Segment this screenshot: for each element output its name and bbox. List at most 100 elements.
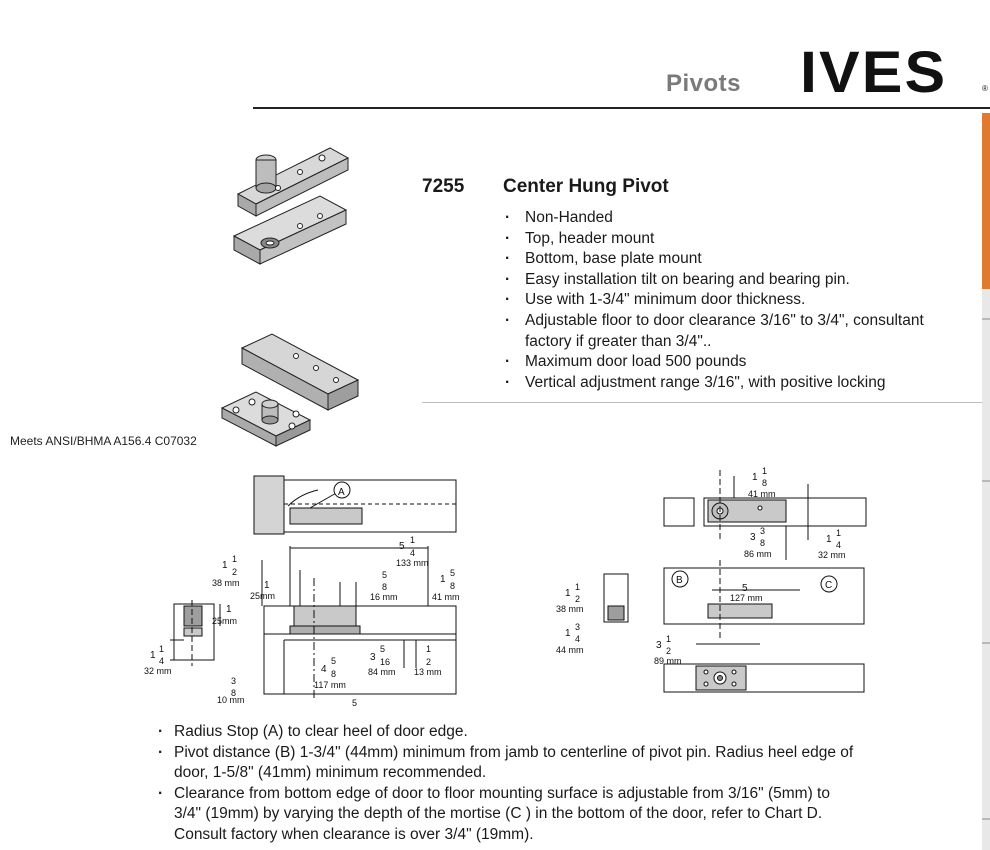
dim-1-5-8-num: 5	[450, 568, 455, 578]
dim-1-2-num: 1	[426, 644, 431, 654]
callout-c: C	[825, 580, 832, 591]
edge-tick	[982, 318, 990, 320]
dim-3-5-16-den: 16	[380, 657, 390, 667]
note-item: Pivot distance (B) 1-3/4" (44mm) minimum…	[158, 743, 858, 784]
dim-3-8-num: 3	[231, 676, 236, 686]
certification-note: Meets ANSI/BHMA A156.4 C07032	[10, 434, 197, 448]
model-number: 7255	[422, 176, 465, 197]
feature-item: Easy installation tilt on bearing and be…	[503, 270, 973, 291]
dim-r-1-3-4-num: 3	[575, 622, 580, 632]
dim-r-1-3-4-mm: 44 mm	[556, 645, 584, 655]
top-pivot-illustration	[232, 147, 350, 265]
feature-item: Non-Handed	[503, 208, 973, 229]
dim-r-1-1-2-num: 1	[575, 582, 580, 592]
dim-4-5-8-den: 8	[331, 669, 336, 679]
dim-1-5-8-whole: 1	[440, 574, 446, 585]
dim-r-1-1-8-mm: 41 mm	[748, 489, 776, 499]
left-drawing-labels: A 5 1 4 133 mm 1 1 2 38 mm 1 25mm 5 8 16…	[144, 487, 460, 708]
dim-3-5-16-mm: 84 mm	[368, 667, 396, 677]
dim-3-5-16-whole: 3	[370, 652, 376, 663]
callout-b: B	[676, 575, 683, 586]
feature-item: Adjustable floor to door clearance 3/16"…	[503, 311, 973, 352]
dim-r-3-1-2-mm: 89 mm	[654, 656, 682, 666]
dim-r-1-1-2-den: 2	[575, 594, 580, 604]
dim-r-3-3-8-whole: 3	[750, 532, 756, 543]
dim-5-8-den: 8	[382, 582, 387, 592]
dim-r-1-1-4-num: 1	[836, 528, 841, 538]
section-title: Pivots	[666, 70, 742, 97]
dim-side-1-whole: 1	[226, 604, 232, 615]
edge-tick	[982, 642, 990, 644]
dim-5-8-mm: 16 mm	[370, 592, 398, 602]
dim-cut-5: 5	[352, 698, 357, 708]
dim-1-1-2-num: 1	[232, 554, 237, 564]
dim-1-2-mm: 13 mm	[414, 667, 442, 677]
dim-r-5-mm: 127 mm	[730, 593, 763, 603]
registered-mark: ®	[982, 84, 988, 93]
dim-1-1-2-mm: 38 mm	[212, 578, 240, 588]
dim-3-5-16-num: 5	[380, 644, 385, 654]
page-edge-accent	[982, 113, 990, 289]
dim-1-1-4-mm: 32 mm	[144, 666, 172, 676]
dim-r-1-1-4-den: 4	[836, 540, 841, 550]
dim-5-1-4-mm: 133 mm	[396, 558, 429, 568]
dim-r-3-1-2-den: 2	[666, 646, 671, 656]
installation-notes: Radius Stop (A) to clear heel of door ed…	[158, 722, 858, 846]
feature-list: Non-Handed Top, header mount Bottom, bas…	[503, 208, 973, 393]
dim-r-1-1-8-den: 8	[762, 478, 767, 488]
dim-r-5-whole: 5	[742, 583, 748, 594]
dim-1-1-2-whole: 1	[222, 560, 228, 571]
feature-item: Use with 1-3/4" minimum door thickness.	[503, 290, 973, 311]
note-item: Clearance from bottom edge of door to fl…	[158, 784, 858, 846]
dim-1-1-4-whole: 1	[150, 650, 156, 661]
dim-r-1-1-2-mm: 38 mm	[556, 604, 584, 614]
edge-tick	[982, 818, 990, 820]
feature-item: Maximum door load 500 pounds	[503, 352, 973, 373]
dim-1-1-4-num: 1	[159, 644, 164, 654]
callout-b-circle	[671, 570, 689, 588]
dim-r-1-1-8-num: 1	[762, 466, 767, 476]
dim-r-1-1-8-whole: 1	[752, 472, 758, 483]
dim-1-1-4-den: 4	[159, 656, 164, 666]
feature-item: Top, header mount	[503, 229, 973, 250]
ives-logo: IVES	[800, 40, 948, 105]
dim-4-5-8-mm: 117 mm	[314, 680, 346, 690]
dim-1-mm: 25mm	[250, 591, 275, 601]
dim-4-5-8-num: 5	[331, 656, 336, 666]
dim-3-8-mm: 10 mm	[217, 695, 245, 705]
dim-r-3-3-8-den: 8	[760, 538, 765, 548]
bottom-pivot-illustration	[220, 333, 360, 447]
callout-a: A	[338, 487, 345, 498]
product-title: Center Hung Pivot	[503, 176, 669, 197]
right-technical-drawing	[603, 470, 867, 693]
feature-item: Vertical adjustment range 3/16", with po…	[503, 373, 973, 394]
dim-1-2-den: 2	[426, 657, 431, 667]
dim-r-1-1-4-mm: 32 mm	[818, 550, 846, 560]
note-item: Radius Stop (A) to clear heel of door ed…	[158, 722, 858, 743]
dim-r-3-1-2-num: 1	[666, 634, 671, 644]
edge-tick	[982, 480, 990, 482]
dim-r-3-1-2-whole: 3	[656, 640, 662, 651]
dim-r-1-1-4-whole: 1	[826, 534, 832, 545]
dim-r-1-1-2-whole: 1	[565, 588, 571, 599]
dim-r-1-3-4-whole: 1	[565, 628, 571, 639]
header-rule	[253, 107, 990, 109]
dim-r-3-3-8-num: 3	[760, 526, 765, 536]
feature-rule	[422, 402, 982, 403]
dim-1-5-8-mm: 41 mm	[432, 592, 460, 602]
callout-c-circle	[820, 575, 838, 593]
dim-5-1-4-whole: 5	[399, 541, 405, 552]
left-technical-drawing	[170, 475, 457, 700]
dim-r-3-3-8-mm: 86 mm	[744, 549, 772, 559]
dim-1-1-2-den: 2	[232, 567, 237, 577]
dim-r-1-3-4-den: 4	[575, 634, 580, 644]
dim-3-8-den: 8	[231, 688, 236, 698]
dim-side-1-mm: 25mm	[212, 616, 237, 626]
dim-5-1-4-den: 4	[410, 548, 415, 558]
dim-4-5-8-whole: 4	[321, 664, 327, 675]
dim-1-5-8-den: 8	[450, 581, 455, 591]
dim-5-1-4-num: 1	[410, 535, 415, 545]
dim-5-8-num: 5	[382, 570, 387, 580]
dim-1-whole: 1	[264, 580, 270, 591]
